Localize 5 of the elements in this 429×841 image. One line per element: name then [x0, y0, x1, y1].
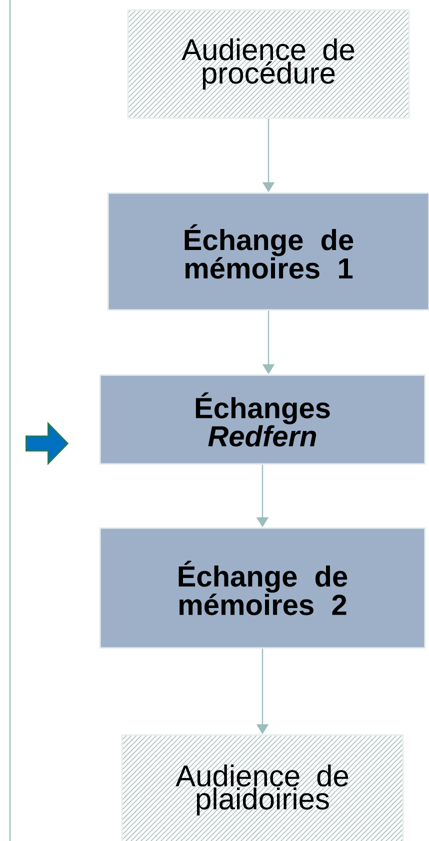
process-box: Échanges Redfern — [99, 374, 426, 465]
process-box: Échange de mémoires 1 — [107, 192, 429, 311]
hatched-box: Audience de plaidoiries — [121, 734, 404, 841]
hatched-box: Audience de procédure — [127, 9, 410, 119]
process-box: Échange de mémoires 2 — [99, 527, 426, 649]
